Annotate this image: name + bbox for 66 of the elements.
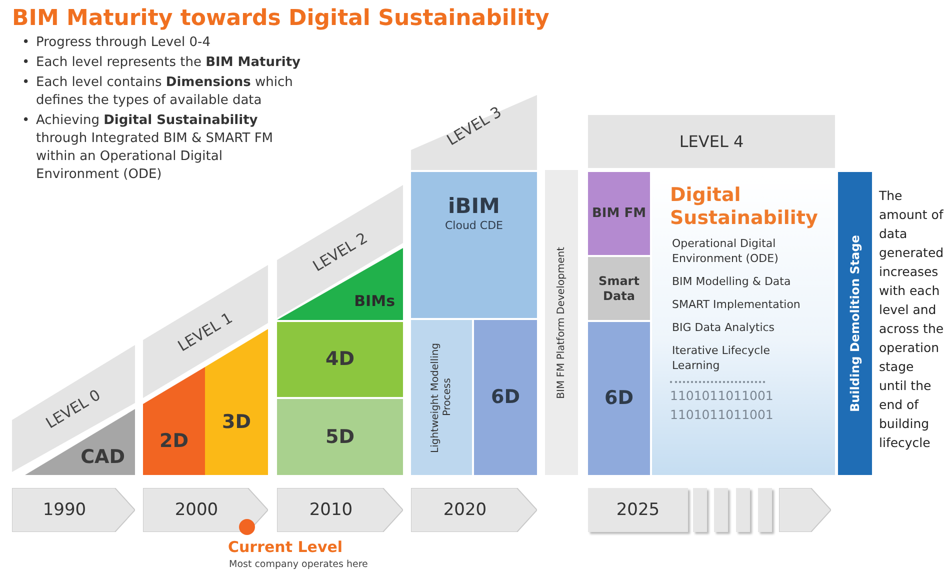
binary-text: 1101011011001 xyxy=(670,406,774,424)
bullet-text: Progress through Level 0-4 xyxy=(36,34,211,52)
timeline-segment xyxy=(714,488,728,532)
year-tab xyxy=(277,488,403,532)
level-band xyxy=(12,345,135,472)
block-label: CAD xyxy=(80,446,125,469)
dimension-block xyxy=(277,322,403,397)
dimension-block xyxy=(588,172,650,255)
callout-heading: Current Level xyxy=(228,538,343,556)
bullet-marker: • xyxy=(22,74,31,92)
list-item: Iterative Lifecycle Learning xyxy=(672,343,771,373)
bar-label: Building Demolition Stage xyxy=(848,234,862,412)
bullet-text: Each level contains Dimensions which defines the types of available data xyxy=(36,74,294,110)
block-label: Lightweight Modelling Process xyxy=(430,341,454,455)
list-item: Operational Digital Environment (ODE) xyxy=(672,236,780,266)
year-tab xyxy=(779,488,831,532)
timeline-segment xyxy=(693,488,707,532)
bullet-marker: • xyxy=(22,34,31,52)
list-item: BIG Data Analytics xyxy=(672,320,776,335)
block-subtitle: Cloud CDE xyxy=(444,219,504,232)
block-label: BIMs xyxy=(354,292,395,310)
year-label: 2010 xyxy=(309,500,353,520)
level-band xyxy=(277,185,403,318)
side-note: The amount of data generated increases with each level and across the operation stage until the end of building lifecycle xyxy=(879,187,945,452)
timeline-segment xyxy=(588,488,688,532)
panel-heading: Digital Sustainability xyxy=(670,184,819,230)
timeline-segment xyxy=(736,488,750,532)
block-label: Smart Data xyxy=(598,274,640,303)
vertical-bar xyxy=(838,172,872,475)
block-label: 6D xyxy=(604,387,634,410)
list-item: SMART Implementation xyxy=(672,297,802,312)
dimension-block xyxy=(143,367,205,475)
level-header xyxy=(588,115,835,168)
block-label: 6D xyxy=(491,386,520,409)
year-label: 1990 xyxy=(42,500,86,520)
dimension-block xyxy=(474,320,537,475)
level-label: LEVEL 4 xyxy=(679,132,744,152)
callout-note: Most company operates here xyxy=(229,559,368,570)
bullet-marker: • xyxy=(22,112,31,130)
year-tab xyxy=(143,488,268,532)
year-label: 2025 xyxy=(616,500,660,520)
year-tab xyxy=(12,488,135,532)
dimension-block xyxy=(588,322,650,475)
level-band xyxy=(143,265,268,398)
level-band xyxy=(411,95,537,170)
block-label: 4D xyxy=(326,348,354,371)
dimension-block xyxy=(411,172,537,318)
year-label: 2000 xyxy=(174,500,218,520)
block-label: 2D xyxy=(160,430,188,452)
block-label: iBIM xyxy=(448,194,500,220)
dimension-block xyxy=(588,257,650,320)
list-item: BIM Modelling & Data xyxy=(672,274,792,289)
bullet-text: Achieving Digital Sustainability through Integrated BIM & SMART FM within an Operational Digital Environment (ODE) xyxy=(36,112,274,184)
bar-label: BIM FM Platform Development xyxy=(556,246,568,398)
dimension-block xyxy=(277,399,403,475)
title: BIM Maturity towards Digital Sustainability xyxy=(12,6,550,31)
bullet-text: Each level represents the BIM Maturity xyxy=(36,54,301,72)
bullet-marker: • xyxy=(22,54,31,72)
year-tab xyxy=(411,488,537,532)
dimension-block xyxy=(411,320,472,475)
block-label: 5D xyxy=(326,426,354,448)
block-label: BIM FM xyxy=(592,206,646,222)
binary-text: 1101011011001 xyxy=(670,387,774,405)
block-label: 3D xyxy=(222,410,251,434)
timeline-segment xyxy=(758,488,772,532)
year-label: 2020 xyxy=(443,500,487,520)
